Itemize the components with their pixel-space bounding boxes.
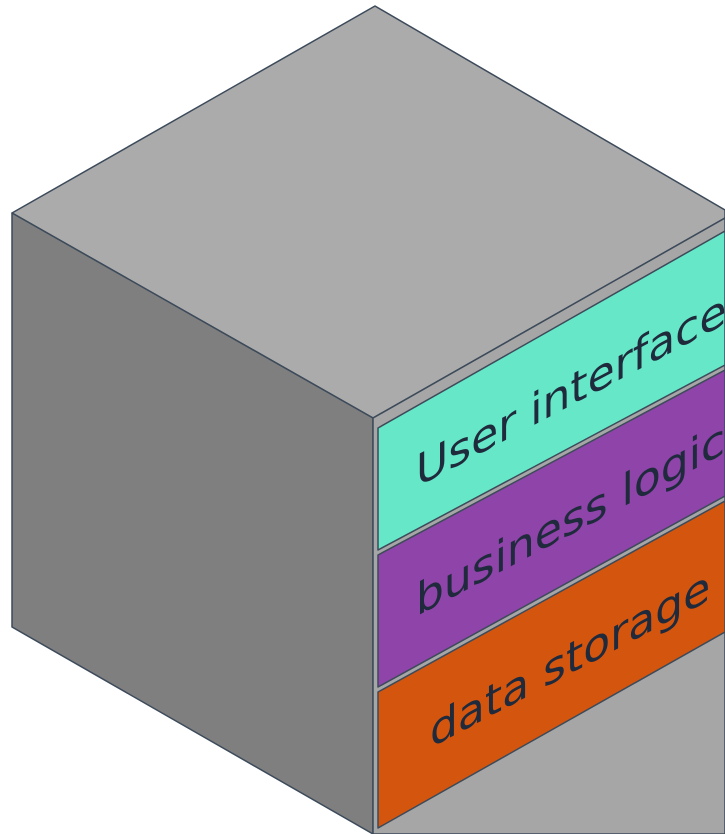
cube: User interface business logic data stora… (11, 5, 725, 834)
layer-band-user-interface (377, 230, 725, 551)
layer-band-data-storage (377, 500, 725, 829)
cube-left-face (11, 212, 374, 834)
layer-band-business-logic (377, 369, 725, 688)
